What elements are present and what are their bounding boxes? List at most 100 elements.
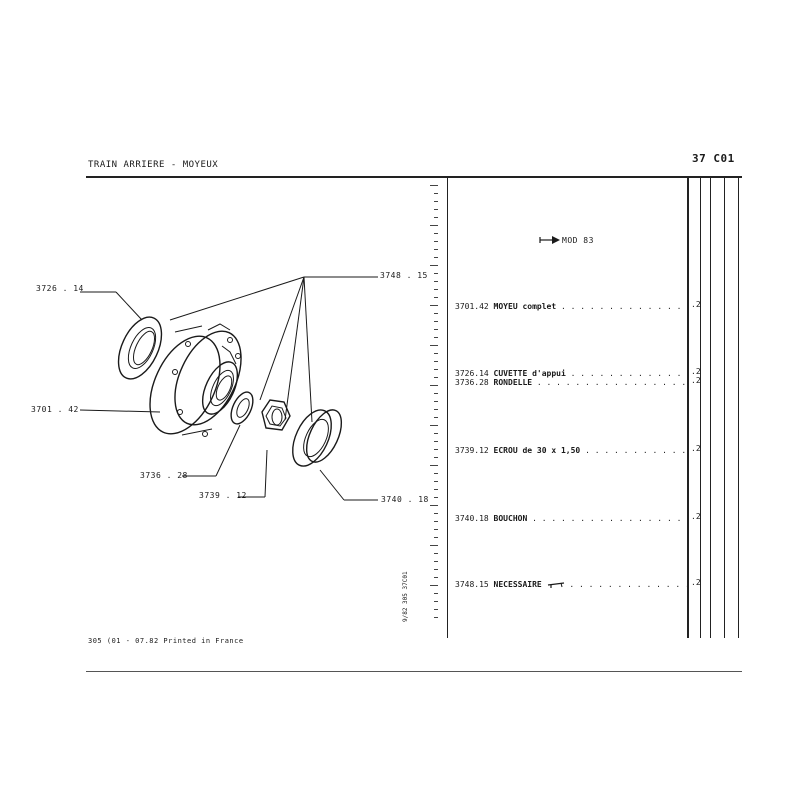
part-qty: .2 (691, 512, 701, 521)
scale-tick (434, 361, 438, 362)
scale-tick (434, 313, 438, 314)
label-3701: 3701 . 42 (31, 405, 79, 414)
scale-tick (434, 569, 438, 570)
part-ref: 3739.12 (455, 446, 489, 455)
scale-tick (430, 385, 438, 386)
divider-qty (687, 178, 689, 638)
tool-icon (547, 581, 564, 588)
scale-tick (434, 489, 438, 490)
page-code: 37 C01 (692, 152, 735, 165)
scale-tick (434, 601, 438, 602)
column-line-2 (710, 178, 711, 638)
scale-tick (434, 577, 438, 578)
scale-tick (434, 337, 438, 338)
scale-tick (434, 529, 438, 530)
scale-tick (434, 297, 438, 298)
page-title: TRAIN ARRIERE - MOYEUX (88, 160, 219, 170)
scale-tick (434, 401, 438, 402)
scale-tick (430, 465, 438, 466)
scale-tick (434, 273, 438, 274)
part-name: RONDELLE (493, 378, 533, 387)
scale-tick (434, 329, 438, 330)
scale-tick (434, 233, 438, 234)
part-row: 3748.15 NECESSAIRE . . . . . . . . . . .… (455, 580, 687, 589)
scale-tick (430, 265, 438, 266)
label-3740: 3740 . 18 (381, 495, 429, 504)
part-row: 3726.14 CUVETTE d'appui . . . . . . . . … (455, 369, 687, 378)
scale-tick (430, 185, 438, 186)
modifier-label: MOD 83 (562, 236, 594, 245)
scale-tick (434, 281, 438, 282)
footer-rule (86, 671, 742, 672)
scale-tick (434, 473, 438, 474)
scale-tick (434, 449, 438, 450)
part-name: ECROU de 30 x 1,50 (493, 446, 581, 455)
scale-tick (434, 481, 438, 482)
footer-printed: 305 (01 - 07.82 Printed in France (88, 637, 244, 645)
scale-tick (434, 609, 438, 610)
part-ref: 3736.28 (455, 378, 489, 387)
header-rule (86, 176, 742, 178)
scale-tick (434, 537, 438, 538)
part-qty: .2 (691, 367, 701, 376)
scale-tick (434, 257, 438, 258)
scale-tick (434, 457, 438, 458)
part-row: 3740.18 BOUCHON . . . . . . . . . . . . … (455, 514, 687, 523)
part-ref: 3726.14 (455, 369, 489, 378)
part-ref: 3748.15 (455, 580, 489, 589)
column-line-3 (724, 178, 725, 638)
scale-tick (430, 305, 438, 306)
scale-tick (434, 289, 438, 290)
scale-tick (434, 377, 438, 378)
scale-tick (434, 441, 438, 442)
divider-diagram (447, 178, 448, 638)
scale-tick (434, 553, 438, 554)
scale-tick (434, 617, 438, 618)
column-line-1 (700, 178, 701, 638)
scale-tick (434, 249, 438, 250)
part-row: 3701.42 MOYEU complet . . . . . . . . . … (455, 302, 687, 311)
scale-tick (430, 425, 438, 426)
scale-tick (430, 505, 438, 506)
scale-tick (430, 585, 438, 586)
part-qty: .2 (691, 376, 701, 385)
scale-tick (434, 521, 438, 522)
vertical-reference: 9/82 305 37C01 (402, 571, 409, 622)
hub-diagram (80, 276, 378, 501)
scale-tick (434, 513, 438, 514)
tick-strip (426, 185, 448, 625)
part-row: 3736.28 RONDELLE . . . . . . . . . . . .… (455, 378, 687, 387)
leader-dots: . . . . . . . . . . . . . . . . . . . . … (570, 369, 687, 378)
scale-tick (434, 321, 438, 322)
arrow-right-icon (539, 236, 560, 244)
part-name: MOYEU complet (493, 302, 557, 311)
column-line-4 (738, 178, 739, 638)
scale-tick (430, 345, 438, 346)
part-ref: 3701.42 (455, 302, 489, 311)
scale-tick (434, 409, 438, 410)
leader-dots: . . . . . . . . . . . . . . . . . . . . … (585, 446, 687, 455)
scale-tick (434, 369, 438, 370)
scale-tick (430, 545, 438, 546)
part-name: CUVETTE d'appui (493, 369, 566, 378)
scale-tick (434, 209, 438, 210)
scale-tick (434, 497, 438, 498)
part-name: NECESSAIRE (493, 580, 542, 589)
leader-dots: . . . . . . . . . . . . . . . . . . . . … (569, 580, 687, 589)
scale-tick (434, 561, 438, 562)
label-3736: 3736 . 28 (140, 471, 188, 480)
label-3748: 3748 . 15 (380, 271, 428, 280)
leader-dots: . . . . . . . . . . . . . . . . . . . . … (532, 514, 687, 523)
label-3739: 3739 . 12 (199, 491, 247, 500)
scale-tick (434, 353, 438, 354)
leader-dots: . . . . . . . . . . . . . . . . . . . . … (560, 302, 687, 311)
scale-tick (434, 593, 438, 594)
scale-tick (434, 433, 438, 434)
scale-tick (434, 417, 438, 418)
label-3726: 3726 . 14 (36, 284, 84, 293)
part-qty: .2 (691, 300, 701, 309)
leader-dots: . . . . . . . . . . . . . . . . . . . . … (536, 378, 687, 387)
part-qty: .2 (691, 578, 701, 587)
part-name: BOUCHON (493, 514, 528, 523)
part-ref: 3740.18 (455, 514, 489, 523)
